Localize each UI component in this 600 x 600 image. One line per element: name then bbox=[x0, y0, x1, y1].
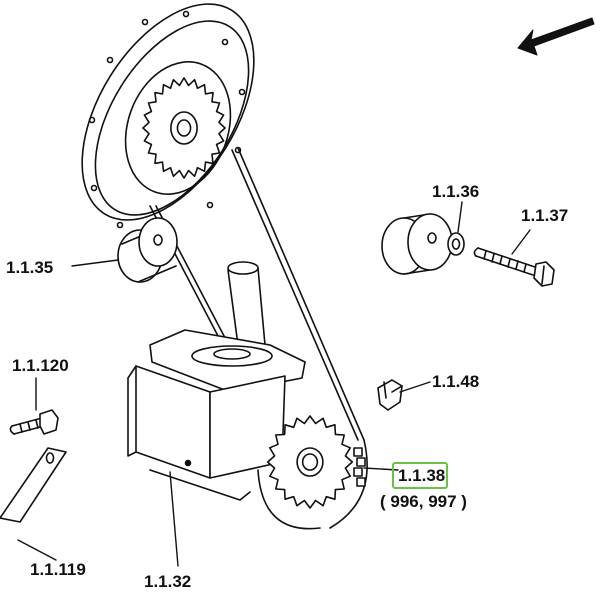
leader-lines bbox=[17, 201, 531, 567]
upper-sprocket bbox=[142, 77, 226, 179]
chain-connecting-link bbox=[353, 447, 366, 487]
label-1-1-37[interactable]: 1.1.37 bbox=[521, 206, 569, 225]
label-1-1-120[interactable]: 1.1.120 bbox=[12, 356, 69, 375]
small-bolt-1-1-120 bbox=[9, 409, 59, 435]
label-1-1-36[interactable]: 1.1.36 bbox=[432, 182, 480, 201]
label-1-1-38[interactable]: 1.1.38 bbox=[398, 466, 446, 485]
hex-bolt-1-1-37 bbox=[473, 247, 555, 287]
label-1-1-32[interactable]: 1.1.32 bbox=[144, 572, 192, 591]
label-1-1-35[interactable]: 1.1.35 bbox=[6, 258, 54, 277]
highlight-box bbox=[392, 462, 448, 489]
drive-shaft bbox=[227, 261, 267, 361]
idler-roller-left bbox=[117, 217, 178, 283]
arrow-down-left-icon bbox=[517, 17, 595, 56]
label-1-1-48[interactable]: 1.1.48 bbox=[432, 372, 480, 391]
gearbox-housing bbox=[127, 329, 306, 501]
idler-roller-right bbox=[381, 213, 453, 275]
tension-arm bbox=[0, 447, 67, 523]
washer bbox=[447, 232, 465, 256]
chain-clip bbox=[377, 379, 403, 411]
lower-sprocket bbox=[266, 415, 354, 509]
label-1-1-38-references: ( 996, 997 ) bbox=[380, 492, 467, 511]
label-1-1-119[interactable]: 1.1.119 bbox=[30, 560, 86, 579]
